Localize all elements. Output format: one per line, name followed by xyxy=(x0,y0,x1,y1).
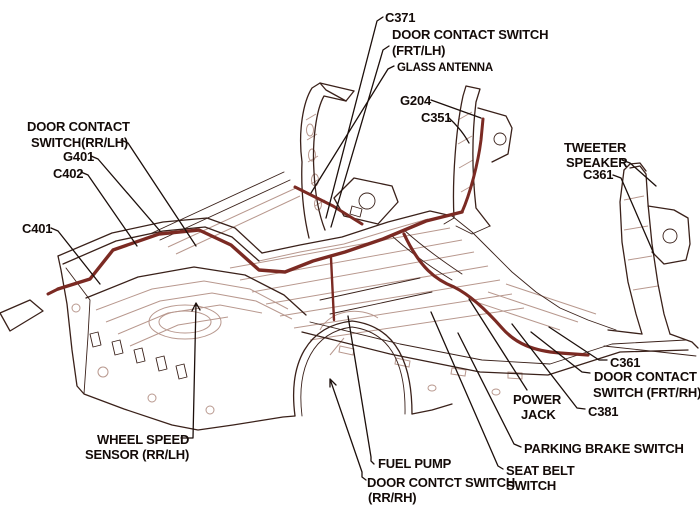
label-power-jack-line1: POWER xyxy=(513,392,562,407)
leader-g204 xyxy=(430,99,482,119)
leader-door-contact-rr-lh xyxy=(120,139,197,247)
leader-power-jack xyxy=(468,298,528,391)
harness-left-stub xyxy=(46,287,60,296)
leader-c402 xyxy=(80,171,138,247)
label-door-contact-switch-frt-lh-line1: DOOR CONTACT SWITCH xyxy=(392,27,548,42)
label-door-contct-switch-rr-rh-line2: (RR/RH) xyxy=(368,490,416,505)
label-c402: C402 xyxy=(53,166,83,181)
label-tweeter-speaker-line2: SPEAKER xyxy=(566,155,628,170)
label-door-contact-switch-rr-lh-line1: DOOR CONTACT xyxy=(27,119,130,134)
label-door-contact-switch-rr-lh-line2: SWITCH(RR/LH) xyxy=(31,135,128,150)
label-g204: G204 xyxy=(400,93,432,108)
label-door-contact-switch-frt-rh-line2: SWITCH (FRT/RH) xyxy=(593,385,700,400)
label-door-contact-switch-frt-rh-line1: DOOR CONTACT xyxy=(594,369,697,384)
leader-seat-belt-switch xyxy=(430,311,504,470)
leader-c351 xyxy=(448,117,470,144)
leader-c401 xyxy=(50,227,101,285)
leader-door-contact-frt-rh xyxy=(530,331,591,374)
label-c361-upper: C361 xyxy=(583,167,613,182)
leader-parking-brake-switch xyxy=(457,332,522,448)
leader-glass-antenna xyxy=(310,65,395,194)
labels: C371 DOOR CONTACT SWITCH (FRT/LH) GLASS … xyxy=(22,10,700,505)
label-tweeter-speaker-line1: TWEETER xyxy=(564,140,627,155)
leader-fuel-pump xyxy=(347,315,375,465)
wiring-harness xyxy=(46,117,590,357)
leader-c361-upper xyxy=(612,174,655,255)
label-seat-belt-switch-line1: SEAT BELT xyxy=(506,463,575,478)
leader-c371 xyxy=(325,16,384,219)
leader-g401 xyxy=(90,155,161,232)
label-glass-antenna: GLASS ANTENNA xyxy=(397,62,493,74)
harness-front-run xyxy=(402,232,590,357)
harness-c-pillar-branch xyxy=(460,117,485,214)
label-c381: C381 xyxy=(588,404,618,419)
label-power-jack-line2: JACK xyxy=(521,407,556,422)
body-outline xyxy=(0,82,699,431)
label-c401: C401 xyxy=(22,221,52,236)
label-door-contct-switch-rr-rh-line1: DOOR CONTCT SWITCH xyxy=(367,475,515,490)
harness-b-pillar-branch xyxy=(293,185,364,226)
label-wheel-speed-sensor-line2: SENSOR (RR/LH) xyxy=(85,447,189,462)
leader-door-contact-frt-lh xyxy=(330,45,390,228)
leader-wheel-speed-sensor xyxy=(180,302,201,439)
label-g401: G401 xyxy=(63,149,94,164)
leader-tweeter-speaker xyxy=(621,159,657,187)
label-c361-lower: C361 xyxy=(610,355,640,370)
leader-c361-lower xyxy=(548,326,608,361)
harness-floor-drop xyxy=(329,256,336,322)
label-seat-belt-switch-line2: SWITCH xyxy=(506,478,556,493)
label-door-contact-switch-frt-lh-line2: (FRT/LH) xyxy=(392,43,445,58)
leader-door-contct-rr-rh xyxy=(329,378,367,481)
label-parking-brake-switch: PARKING BRAKE SWITCH xyxy=(524,441,684,456)
label-c371: C371 xyxy=(385,10,415,25)
leader-c381 xyxy=(511,323,586,410)
label-c351: C351 xyxy=(421,110,451,125)
body-detail-lines xyxy=(71,111,659,415)
leader-lines xyxy=(50,16,657,481)
label-fuel-pump: FUEL PUMP xyxy=(378,456,452,471)
label-wheel-speed-sensor-line1: WHEEL SPEED xyxy=(97,432,189,447)
